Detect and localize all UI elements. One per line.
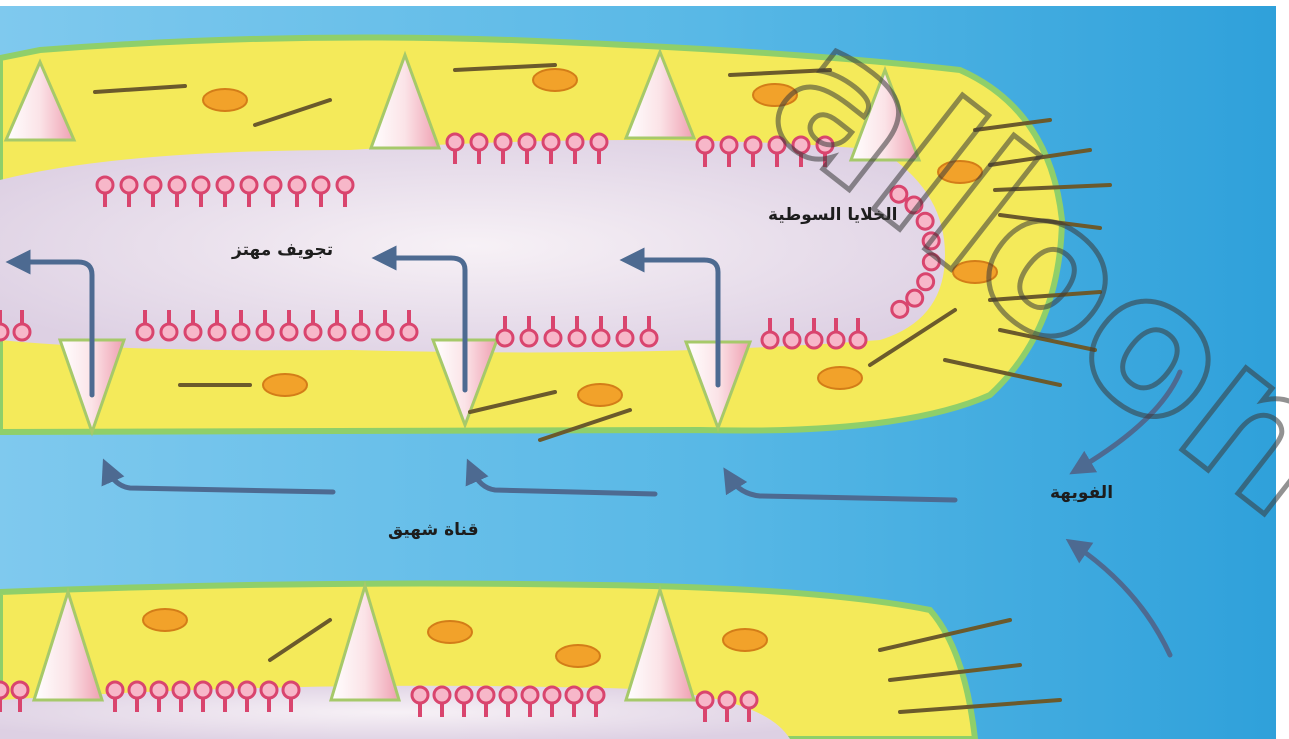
label-ciliated-cavity: تجويف مهتز — [231, 240, 333, 260]
collar-cell-body — [257, 324, 273, 340]
collar-cell-body — [471, 134, 487, 150]
collar-cell-body — [169, 177, 185, 193]
collar-cell-body — [545, 330, 561, 346]
collar-cell-body — [784, 332, 800, 348]
collar-cell-body — [567, 134, 583, 150]
collar-cell-body — [806, 332, 822, 348]
collar-cell-body — [161, 324, 177, 340]
collar-cell-body — [447, 134, 463, 150]
collar-cell-body — [329, 324, 345, 340]
page-margin-top — [0, 0, 1289, 6]
collar-cell-body — [121, 177, 137, 193]
collar-cell-body — [12, 682, 28, 698]
collar-cell-body — [241, 177, 257, 193]
amoebocyte — [428, 621, 472, 643]
collar-cell-body — [281, 324, 297, 340]
collar-cell-body — [434, 687, 450, 703]
collar-cell-body — [543, 134, 559, 150]
amoebocyte — [818, 367, 862, 389]
amoebocyte — [578, 384, 622, 406]
collar-cell-body — [283, 682, 299, 698]
collar-cell-body — [14, 324, 30, 340]
collar-cell-body — [239, 682, 255, 698]
collar-cell-body — [305, 324, 321, 340]
amoebocyte — [556, 645, 600, 667]
collar-cell-body — [217, 177, 233, 193]
collar-cell-body — [353, 324, 369, 340]
collar-cell-body — [151, 682, 167, 698]
collar-cell-body — [412, 687, 428, 703]
amoebocyte — [533, 69, 577, 91]
collar-cell-body — [850, 332, 866, 348]
collar-cell-body — [233, 324, 249, 340]
collar-cell-body — [719, 692, 735, 708]
collar-cell-body — [145, 177, 161, 193]
collar-cell-body — [456, 687, 472, 703]
collar-cell-body — [289, 177, 305, 193]
collar-cell-body — [337, 177, 353, 193]
collar-cell-body — [588, 687, 604, 703]
collar-cell-body — [741, 692, 757, 708]
collar-cell-body — [828, 332, 844, 348]
collar-cell-body — [762, 332, 778, 348]
collar-cell-body — [195, 682, 211, 698]
collar-cell-body — [500, 687, 516, 703]
collar-cell-body — [697, 692, 713, 708]
collar-cell-body — [107, 682, 123, 698]
collar-cell-body — [892, 301, 908, 317]
label-ostium: الفويهة — [1050, 483, 1113, 503]
collar-cell-body — [697, 137, 713, 153]
amoebocyte — [263, 374, 307, 396]
collar-cell-body — [519, 134, 535, 150]
amoebocyte — [143, 609, 187, 631]
collar-cell-body — [313, 177, 329, 193]
collar-cell-body — [495, 134, 511, 150]
collar-cell-body — [137, 324, 153, 340]
collar-cell-body — [721, 137, 737, 153]
collar-cell-body — [129, 682, 145, 698]
collar-cell-body — [641, 330, 657, 346]
collar-cell-body — [569, 330, 585, 346]
label-incurrent-canal: قناة شهيق — [388, 520, 479, 540]
collar-cell-body — [217, 682, 233, 698]
collar-cell-body — [185, 324, 201, 340]
amoebocyte — [723, 629, 767, 651]
collar-cell-body — [544, 687, 560, 703]
collar-cell-body — [617, 330, 633, 346]
collar-cell-body — [193, 177, 209, 193]
collar-cell-body — [377, 324, 393, 340]
collar-cell-body — [593, 330, 609, 346]
collar-cell-body — [209, 324, 225, 340]
collar-cell-body — [401, 324, 417, 340]
collar-cell-body — [97, 177, 113, 193]
collar-cell-body — [265, 177, 281, 193]
collar-cell-body — [497, 330, 513, 346]
collar-cell-body — [566, 687, 582, 703]
collar-cell-body — [522, 687, 538, 703]
collar-cell-body — [173, 682, 189, 698]
collar-cell-body — [591, 134, 607, 150]
collar-cell-body — [261, 682, 277, 698]
collar-cell-body — [0, 324, 8, 340]
collar-cell-body — [478, 687, 494, 703]
collar-cell-body — [521, 330, 537, 346]
amoebocyte — [203, 89, 247, 111]
collar-cell-body — [0, 682, 8, 698]
